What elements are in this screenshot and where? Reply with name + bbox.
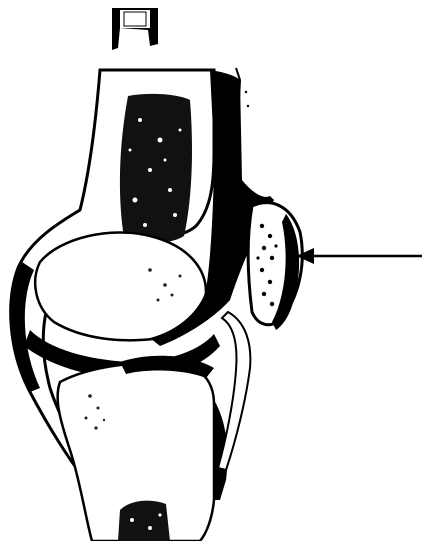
patella — [248, 203, 302, 330]
tibia — [58, 356, 228, 541]
pointer-arrow — [296, 248, 422, 264]
femur-shaft-top — [112, 8, 158, 50]
patellar-tendon — [218, 312, 250, 470]
